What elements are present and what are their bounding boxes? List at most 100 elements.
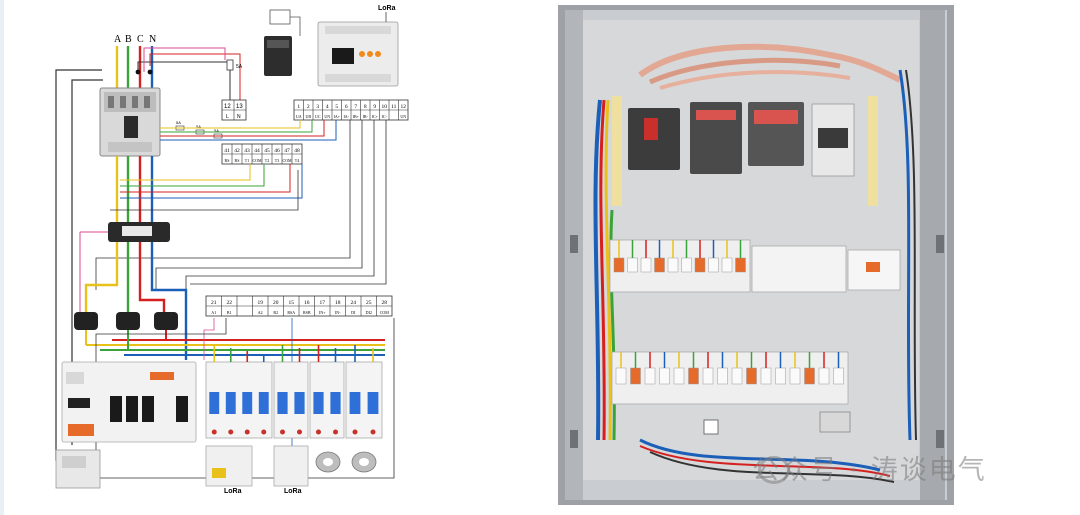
photo-breaker [731,367,743,385]
terminal-number: 18 [335,300,341,306]
right-cabinet-photo [558,5,954,505]
fuse-mid-label: 5A [196,124,201,129]
breaker-handle [242,392,253,414]
photo-breaker [746,367,757,385]
photo-breaker [717,367,728,385]
photo-breaker [681,257,692,273]
terminal-number: 48 [294,148,300,154]
terminal-name: B1 [227,310,232,315]
breaker-handle [313,392,324,414]
photo-small-module [703,419,719,435]
breaker-indicator [370,429,376,435]
terminal-name: L [226,114,229,120]
terminal-number: 24 [351,300,357,306]
breaker-handle [225,392,236,414]
terminal-name: N [237,114,241,120]
wire-black-temp [110,170,299,211]
photo-breaker [659,367,670,385]
photo-breaker [789,367,801,385]
junction-dot [147,69,153,75]
terminal-number: 21 [211,300,217,306]
terminal-name: IC+ [372,114,379,119]
phase-label-a: A [114,34,122,45]
terminal-name: IB+ [353,114,360,119]
terminal-number: 22 [227,300,233,306]
middle-fuses: 5A 5A 5A [175,120,223,139]
bottom-lora-device-2 [273,445,309,487]
terminal-name: T3 [275,158,279,163]
fuse-top-label: 5A [236,64,243,70]
photo-terminal-strip-left [612,96,622,206]
terminal-name: COM [252,158,262,163]
terminal-block-bottom: 21A122B119A220B215RSA16RSB17IN+18IN-24DI… [205,295,393,317]
terminal-name: RS [235,158,240,163]
terminal-name: UA [296,114,302,119]
photo-breaker [615,367,627,385]
breaker-indicator [261,429,267,435]
bottom-current-sensors [315,451,377,473]
wire-temp-2 [120,164,265,187]
terminal-block-12-13: 12 13 L N [221,99,247,121]
bottom-lora-label-1: LoRa [224,488,242,495]
breaker-handle [258,392,269,414]
branch-breakers [205,345,383,439]
terminal-number: 19 [258,300,264,306]
watermark-icon [758,456,790,484]
terminal-number: 11 [391,104,397,110]
terminal-number: 15 [289,300,295,306]
terminal-name: IA+ [334,114,341,119]
photo-breaker [833,367,844,385]
terminal-name: UC [315,114,321,119]
cabinet-hinge [936,235,944,253]
breaker-handle [349,392,361,414]
breaker-indicator [228,429,234,435]
terminal-number: 12 [224,104,231,110]
photo-breaker [702,367,714,385]
photo-breaker [708,257,719,273]
terminal-number: 17 [320,300,326,306]
terminal-number: 47 [284,148,290,154]
breaker-indicator [333,429,338,435]
smart-meter-device [317,21,399,87]
breaker-indicator [352,429,358,435]
breaker-handle [209,392,220,414]
wire-voltage-n [160,120,337,141]
photo-wire-bundle-left [593,99,602,441]
photo-breaker [627,257,638,273]
terminal-name: A2 [258,310,263,315]
wire-black-frame-inner [71,79,103,445]
wire-voltage-c [160,120,325,137]
terminal-number: 42 [234,148,240,154]
terminal-name: B2 [273,310,278,315]
terminal-name: RSA [287,310,295,315]
terminal-number: 46 [274,148,280,154]
breaker-handle [294,392,305,414]
bottom-lora-label-2: LoRa [284,488,302,495]
photo-wire-bundle-right [898,69,912,441]
photo-breaker [688,367,699,385]
terminal-number: 3 [316,104,319,110]
terminal-number: 13 [236,104,243,110]
photo-breaker [760,367,772,385]
terminal-name: COM [380,310,390,315]
breaker-handle [367,392,379,414]
terminal-name: UN [400,114,406,119]
wire-phase-a-ct [84,242,119,318]
phase-label-c: C [137,34,144,45]
wire-voltage-a [160,120,301,129]
breaker-indicator [244,429,250,435]
photo-breaker [721,257,733,273]
terminal-name: RS [225,158,230,163]
terminal-name: RSB [303,310,311,315]
fuse-mid-label: 5A [214,128,219,133]
breaker-handle [330,392,341,414]
terminal-number: 41 [224,148,230,154]
breaker-handle [277,392,288,414]
photo-breaker [673,367,685,385]
terminal-number: 1 [297,104,300,110]
photo-breaker [694,257,706,273]
wire-ct-return-2 [155,120,363,290]
watermark-text: 公众号 · 涛谈电气 [752,455,987,486]
